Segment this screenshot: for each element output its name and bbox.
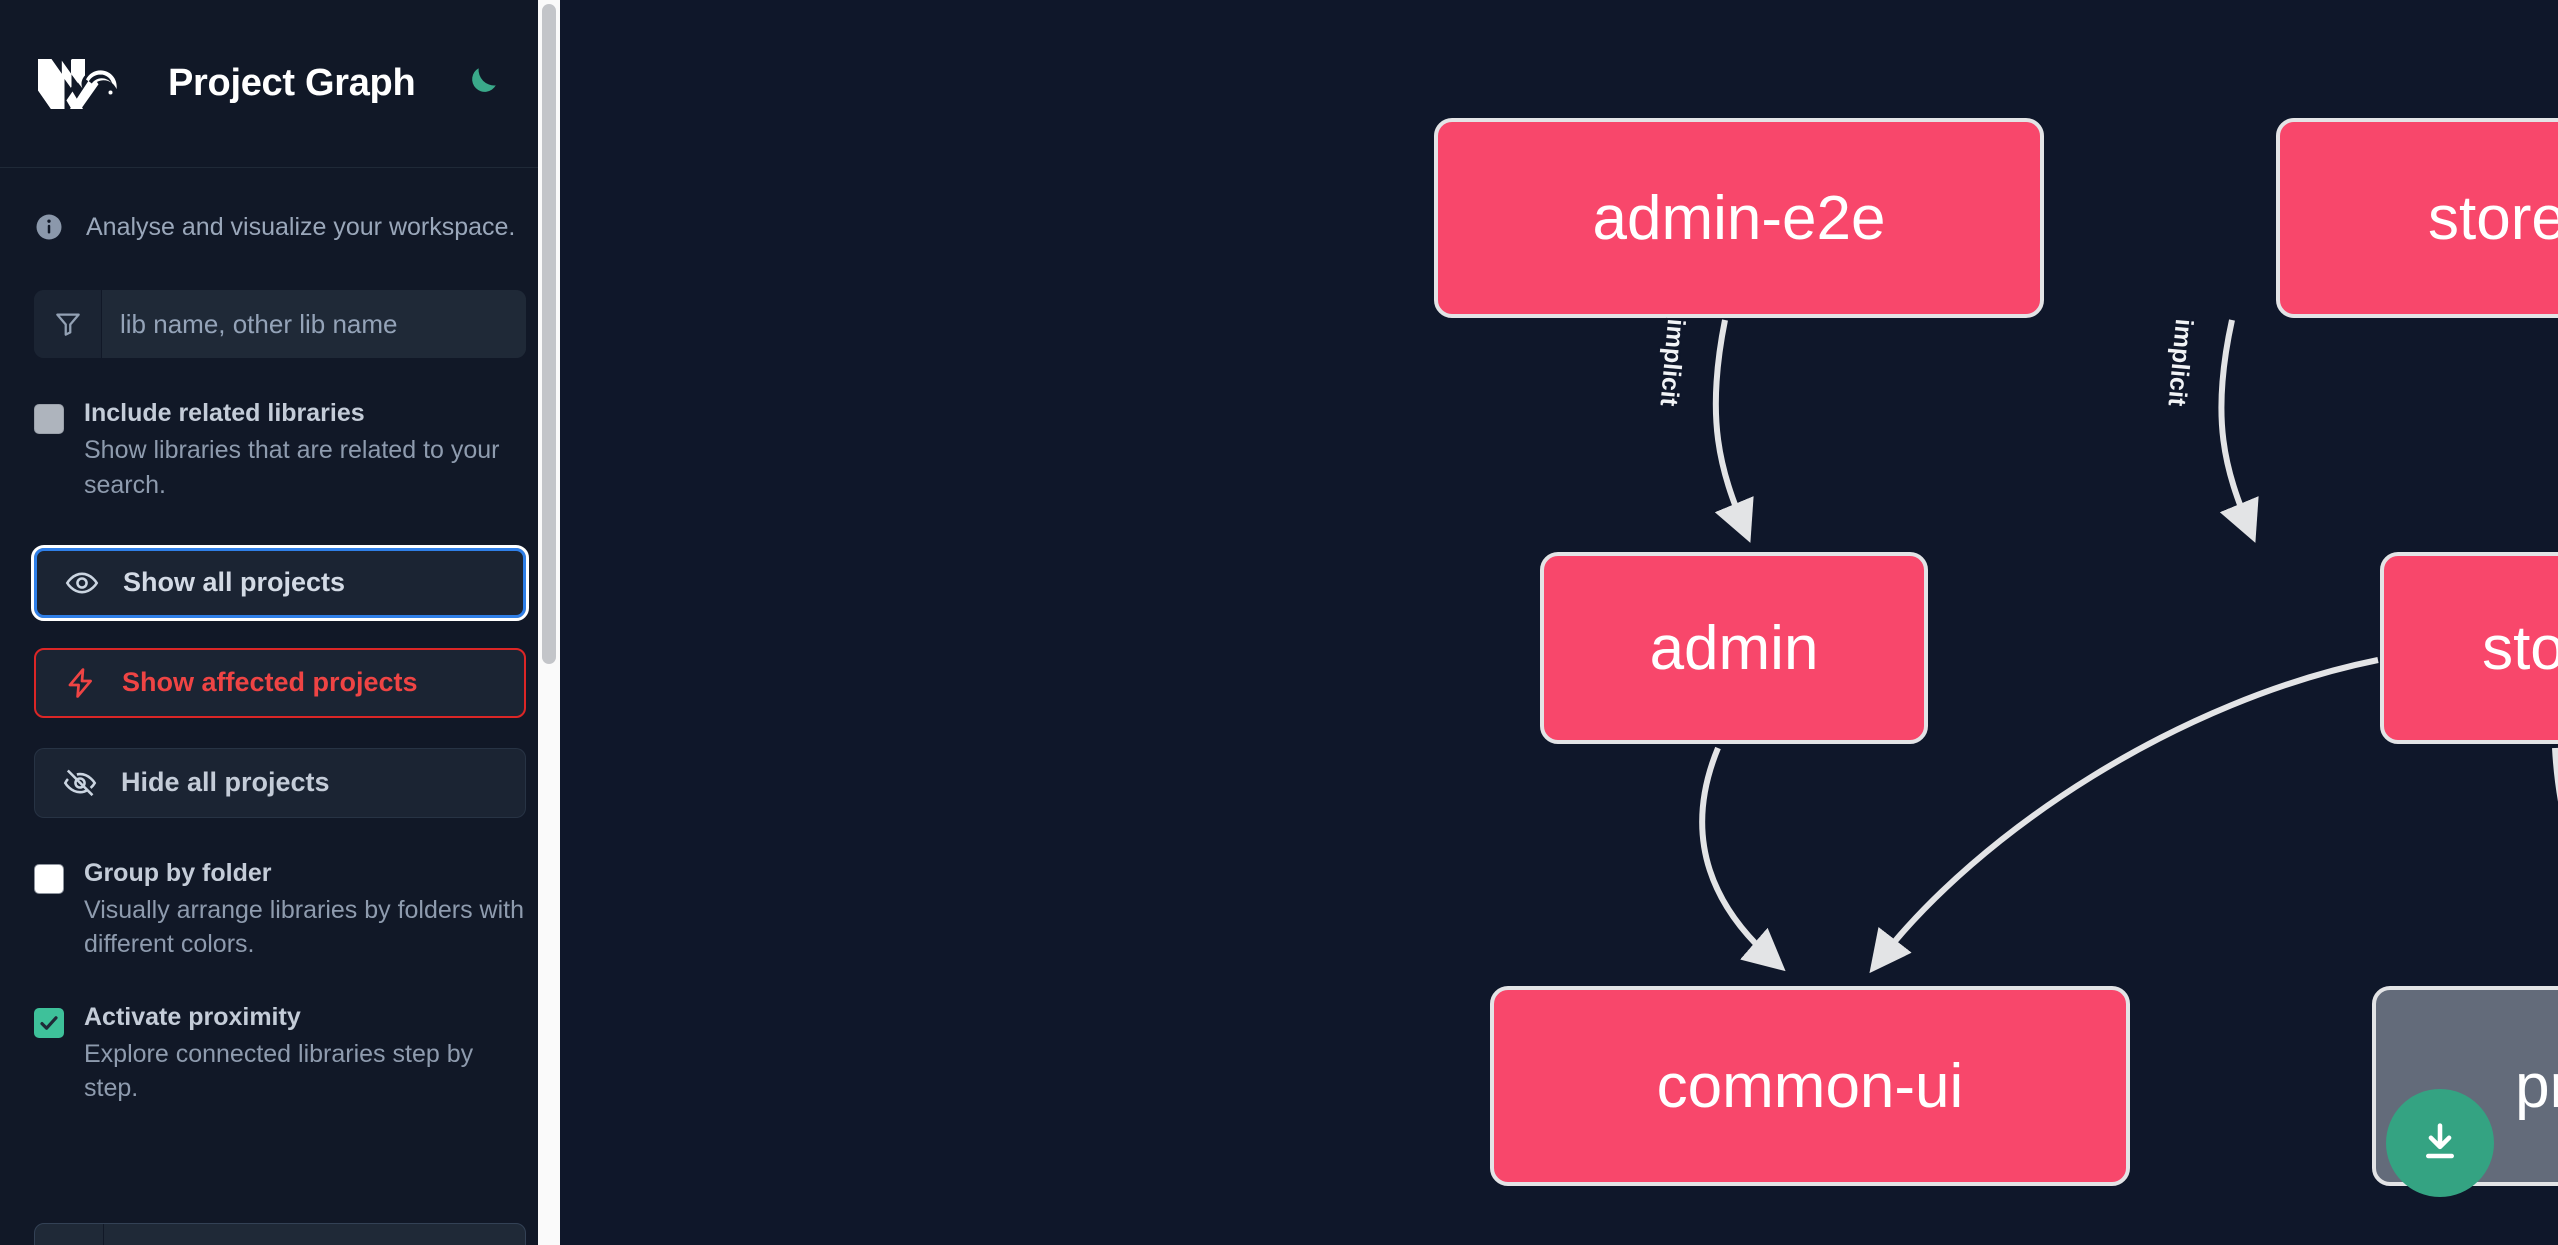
search-row	[0, 242, 560, 358]
option-group-by-folder[interactable]: Group by folder Visually arrange librari…	[0, 858, 560, 962]
moon-icon[interactable]	[457, 61, 503, 107]
eye-icon	[63, 564, 101, 602]
option-description: Visually arrange libraries by folders wi…	[84, 896, 525, 959]
graph-node-admin[interactable]: admin	[1540, 552, 1928, 744]
option-title: Activate proximity	[84, 1002, 301, 1031]
sidebar-scrollbar[interactable]	[538, 0, 560, 1245]
node-label: admin-e2e	[1592, 183, 1886, 253]
option-title: Include related libraries	[84, 399, 365, 427]
node-label: store-e2e	[2428, 183, 2558, 253]
search-box[interactable]	[34, 290, 526, 358]
show-affected-projects-button[interactable]: Show affected projects	[34, 647, 526, 718]
sidebar-scrollbar-thumb[interactable]	[542, 4, 556, 664]
show-all-projects-label: Show all projects	[123, 567, 346, 598]
node-label: common-ui	[1656, 1051, 1964, 1121]
download-button[interactable]	[2386, 1089, 2494, 1197]
sidebar-bottom-partial-control[interactable]	[34, 1223, 526, 1245]
option-body: Group by folder Visually arrange librari…	[84, 858, 526, 962]
include-related-libraries-checkbox[interactable]	[34, 404, 64, 434]
page-title: Project Graph	[168, 62, 416, 104]
divider	[103, 1224, 104, 1245]
node-label: products	[2515, 1051, 2558, 1121]
search-input[interactable]	[102, 290, 526, 358]
graph-node-common-ui[interactable]: common-ui	[1490, 986, 2130, 1186]
nx-logo	[34, 51, 130, 117]
sidebar: Project Graph Analyse and visualize your…	[0, 0, 560, 1245]
info-icon	[34, 212, 64, 242]
option-description: Explore connected libraries step by step…	[84, 1039, 474, 1102]
graph-node-admin-e2e[interactable]: admin-e2e	[1434, 118, 2044, 318]
filter-icon[interactable]	[34, 290, 102, 358]
edge-admin-to-common-ui	[1699, 746, 1786, 972]
sidebar-header: Project Graph	[0, 0, 560, 168]
download-icon	[2426, 1123, 2454, 1159]
sidebar-tagline: Analyse and visualize your workspace.	[0, 168, 560, 242]
lightning-bolt-icon	[62, 664, 100, 702]
group-by-folder-checkbox[interactable]	[34, 863, 64, 894]
edge-store-to-common-ui	[1869, 657, 2379, 974]
option-title: Group by folder	[84, 858, 272, 887]
option-include-related-libraries[interactable]: Include related libraries Show libraries…	[0, 398, 560, 502]
option-activate-proximity[interactable]: Activate proximity Explore connected lib…	[0, 1002, 560, 1106]
eye-off-icon	[61, 764, 99, 802]
graph-node-store-e2e[interactable]: store-e2e	[2276, 118, 2558, 318]
show-all-projects-button[interactable]: Show all projects	[31, 544, 529, 621]
option-body: Include related libraries Show libraries…	[84, 398, 526, 502]
edge-store-e2e-to-store	[2218, 319, 2259, 543]
edge-admin-e2e-to-admin	[1712, 319, 1754, 543]
option-body: Activate proximity Explore connected lib…	[84, 1002, 526, 1106]
action-buttons: Show all projects Show affected projects	[0, 544, 560, 818]
graph-node-store[interactable]: store	[2380, 552, 2558, 744]
hide-all-projects-label: Hide all projects	[121, 767, 330, 798]
hide-all-projects-button[interactable]: Hide all projects	[34, 747, 526, 818]
tagline-text: Analyse and visualize your workspace.	[86, 212, 516, 241]
option-description: Show libraries that are related to your …	[84, 436, 500, 499]
graph-edges	[1699, 319, 2558, 974]
node-label: admin	[1649, 613, 1819, 683]
activate-proximity-checkbox[interactable]	[34, 1007, 64, 1038]
graph-canvas[interactable]: admin-e2e store-e2e admin store common-u…	[560, 0, 2558, 1245]
node-label: store	[2482, 613, 2558, 683]
show-affected-projects-label: Show affected projects	[122, 667, 418, 698]
